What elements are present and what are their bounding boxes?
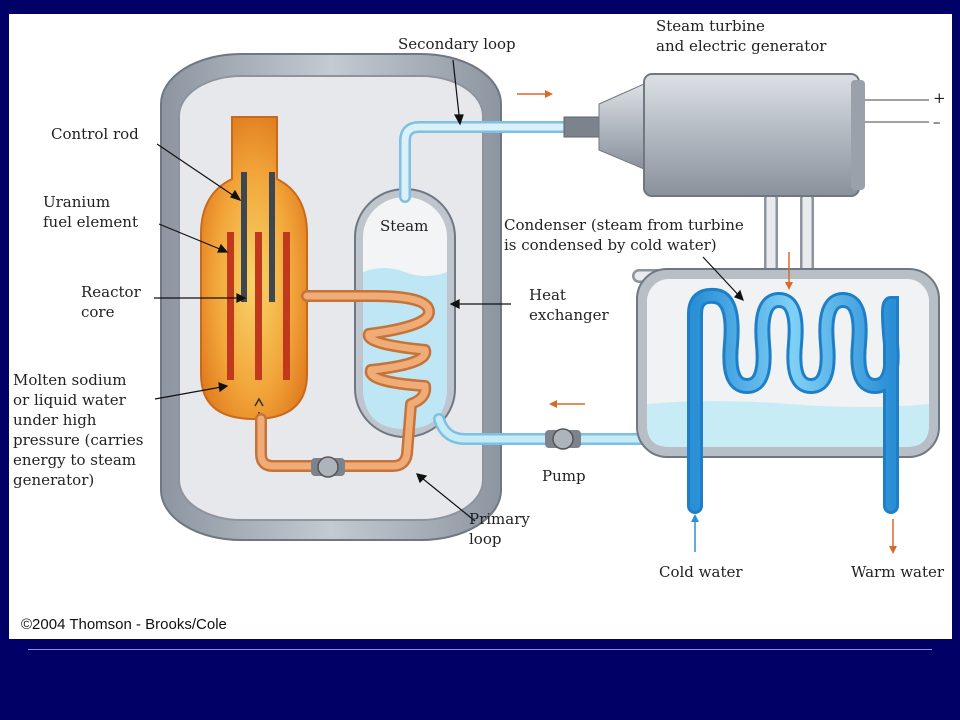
cold-water-label: Cold water [659, 563, 743, 581]
secondary-loop-label: Secondary loop [398, 35, 516, 53]
primary-loop-pipe [255, 290, 435, 472]
condenser-label: Condenser (steam from turbine is condens… [504, 216, 744, 254]
warm-water-label: Warm water [851, 563, 945, 581]
copyright-credit: ©2004 Thomson - Brooks/Cole [21, 616, 227, 633]
terminal-plus-label: + [933, 89, 946, 107]
cold-water-arrow [691, 514, 699, 552]
reactor-core [200, 116, 308, 421]
pump-label: Pump [542, 467, 586, 485]
slide-divider-line [28, 649, 932, 650]
secondary-pump [545, 428, 581, 450]
uranium-fuel-label: Uranium fuel element [43, 193, 138, 231]
steam-turbine-generator [563, 73, 929, 197]
steam-label: Steam [380, 217, 429, 235]
leader-lines [154, 59, 744, 522]
steam-turbine-label: Steam turbine and electric generator [656, 17, 827, 55]
primary-pump [311, 456, 345, 478]
reactor-diagram [154, 53, 940, 554]
condenser-coil [687, 287, 900, 514]
reactor-core-label: Reactor core [81, 283, 141, 321]
diagram-panel: Secondary loop Steam turbine and electri… [9, 14, 952, 639]
flow-arrows [517, 90, 897, 554]
terminal-minus-label: – [933, 113, 941, 131]
heat-exchanger-label: Heat exchanger [529, 286, 609, 324]
molten-sodium-label: Molten sodium or liquid water under high… [13, 371, 144, 489]
primary-loop-label: Primary loop [469, 510, 530, 548]
control-rod-label: Control rod [51, 125, 139, 143]
